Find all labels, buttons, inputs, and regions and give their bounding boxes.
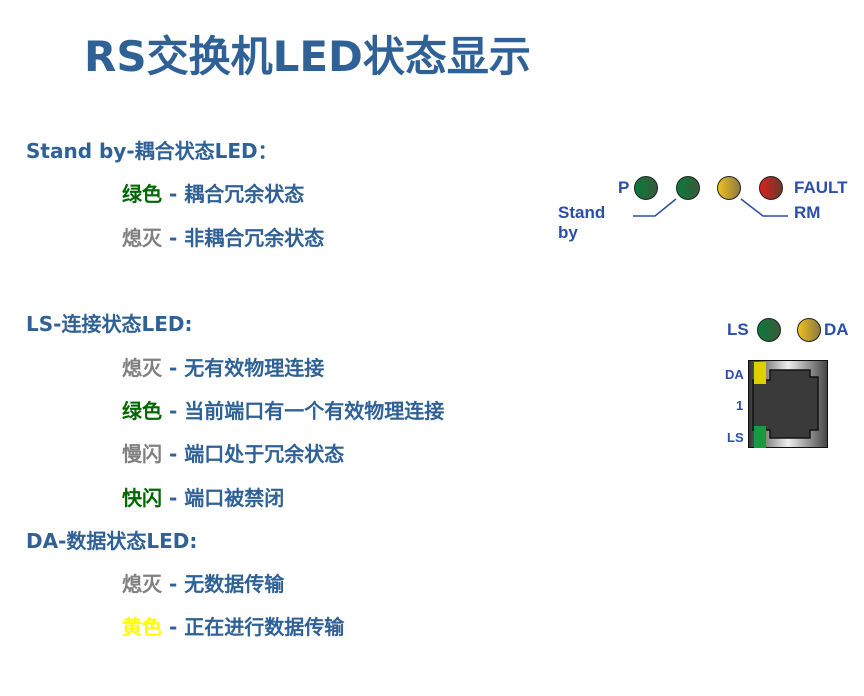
state-desc: - 正在进行数据传输 (162, 615, 345, 639)
list-item: 黄色 - 正在进行数据传输 (122, 613, 344, 641)
list-item: 熄灭 - 无有效物理连接 (122, 354, 324, 382)
state-label: 熄灭 (122, 572, 162, 596)
da-heading: DA-数据状态LED: (26, 529, 198, 553)
state-desc: - 无数据传输 (162, 572, 285, 596)
led-da-icon (797, 318, 821, 342)
state-label: 绿色 (122, 182, 162, 206)
state-label: 绿色 (122, 399, 162, 423)
state-label: 快闪 (122, 486, 162, 510)
state-label: 慢闪 (122, 442, 162, 466)
led-fault-icon (759, 176, 783, 200)
list-item: 绿色 - 当前端口有一个有效物理连接 (122, 397, 444, 425)
list-item: 慢闪 - 端口处于冗余状态 (122, 440, 344, 468)
led-label-fault: FAULT (794, 178, 848, 197)
led-label-standby: Stand by (558, 203, 606, 242)
port-label-number: 1 (736, 398, 744, 413)
ls-heading: LS-连接状态LED: (26, 312, 193, 336)
led-label-p: P (618, 178, 630, 197)
port-label-ls: LS (727, 430, 744, 445)
list-item: 熄灭 - 无数据传输 (122, 570, 284, 598)
state-desc: - 非耦合冗余状态 (162, 226, 325, 250)
led-standby-icon (676, 176, 700, 200)
state-label: 熄灭 (122, 226, 162, 250)
state-desc: - 端口处于冗余状态 (162, 442, 345, 466)
state-desc: - 无有效物理连接 (162, 356, 325, 380)
list-item: 绿色 - 耦合冗余状态 (122, 180, 304, 208)
state-label: 熄灭 (122, 356, 162, 380)
list-item: 快闪 - 端口被禁闭 (122, 484, 284, 512)
led-label-rm: RM (794, 203, 821, 222)
port-label-da: DA (725, 367, 744, 382)
led-ls-icon (757, 318, 781, 342)
led-power-icon (634, 176, 658, 200)
led-label-ls: LS (727, 320, 749, 339)
state-label: 黄色 (122, 615, 162, 639)
state-desc: - 耦合冗余状态 (162, 182, 305, 206)
state-desc: - 当前端口有一个有效物理连接 (162, 399, 445, 423)
led-label-da: DA (824, 320, 849, 339)
led-rm-icon (717, 176, 741, 200)
rj45-port-icon (748, 360, 828, 448)
state-desc: - 端口被禁闭 (162, 486, 285, 510)
page-title: RS交换机LED状态显示 (84, 32, 531, 81)
list-item: 熄灭 - 非耦合冗余状态 (122, 224, 324, 252)
standby-heading: Stand by-耦合状态LED： (26, 139, 278, 163)
